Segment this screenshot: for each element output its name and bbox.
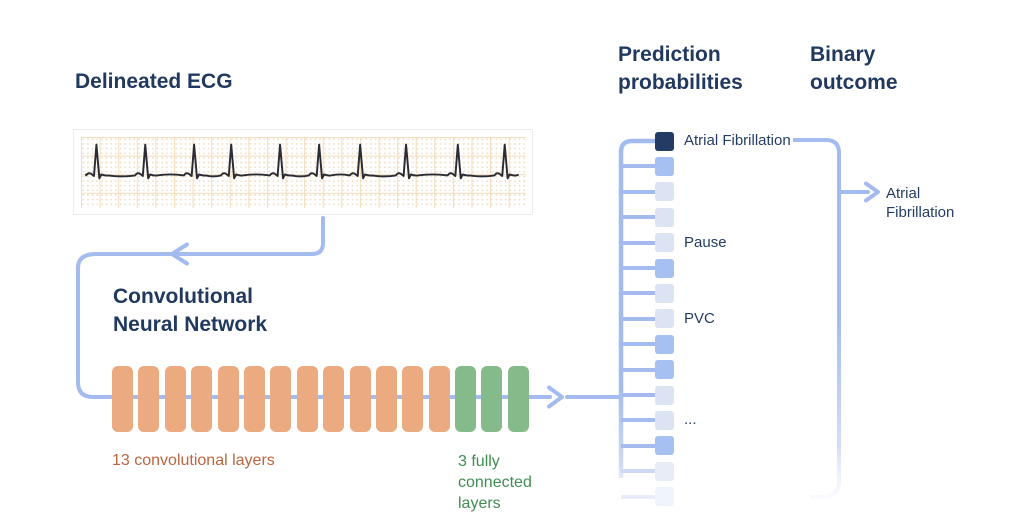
probability-square [655,487,674,507]
probability-square [655,410,674,430]
fc-layer-bar [507,366,529,432]
probability-square [655,182,674,202]
prediction-branch-line [621,469,655,474]
fc-layers-caption: 3 fully connected layers [458,453,532,512]
prediction-branch-line [621,240,655,245]
conv-layer-bar [296,366,318,432]
prediction-branch-line [621,291,655,296]
probability-label: ... [684,411,697,429]
probability-square [655,360,674,380]
prediction-branch-line [621,342,655,347]
prediction-probabilities-title: Prediction probabilities [618,43,743,94]
prediction-trunk-line [618,138,655,478]
conv-layers-caption: 13 convolutional layers [112,452,275,469]
prediction-branch-line [621,367,655,372]
left-arrowhead-icon [170,242,189,266]
ecg-waveform [85,143,519,180]
conv-layer-bar [138,366,160,432]
conv-layer-bar [402,366,424,432]
cnn-layer-bars [112,366,529,432]
prediction-branch-line [621,215,655,220]
cnn-out-arrowhead-icon [547,385,564,409]
prediction-branch-line [621,494,655,499]
prediction-branch-line [621,189,655,194]
conv-layer-bar [375,366,397,432]
probability-square [655,131,674,151]
conv-layer-bar [217,366,239,432]
fc-layer-bar [455,366,477,432]
binary-arrowhead-icon [864,181,880,203]
binary-outcome-title: Binary outcome [810,43,898,94]
cnn-title: Convolutional Neural Network [113,285,268,336]
delineated-ecg-title: Delineated ECG [75,70,233,93]
conv-layer-bar [270,366,292,432]
probability-label: Atrial Fibrillation [684,132,791,149]
ecg-strip [73,129,533,215]
prediction-to-binary-line [793,138,841,499]
conv-layer-bar [191,366,213,432]
conv-layer-bar [349,366,371,432]
prediction-branch-line [621,164,655,169]
probability-square [655,258,674,278]
probability-label: PVC [684,309,715,327]
conv-layer-bar [323,366,345,432]
conv-layer-bar [112,366,133,432]
probability-square [655,309,674,329]
prediction-branch-line [621,418,655,423]
probability-square [655,436,674,456]
conv-layer-bar [428,366,450,432]
probability-square [655,385,674,405]
prediction-branch-line [621,393,655,397]
probability-label: Pause [684,233,727,251]
binary-outcome-result: Atrial Fibrillation [886,185,955,221]
prediction-branch-line [621,266,655,270]
prediction-branch-line [621,316,655,321]
prediction-branch-line [621,443,655,448]
probability-square [655,283,674,303]
probability-square [655,461,674,481]
probability-square [655,334,674,354]
ecg-to-cnn-line [76,216,552,399]
probability-square [655,207,674,227]
conv-layer-bar [164,366,186,432]
conv-layer-bar [243,366,265,432]
probability-square [655,233,674,253]
probability-square [655,156,674,176]
fc-layer-bar [481,366,503,432]
